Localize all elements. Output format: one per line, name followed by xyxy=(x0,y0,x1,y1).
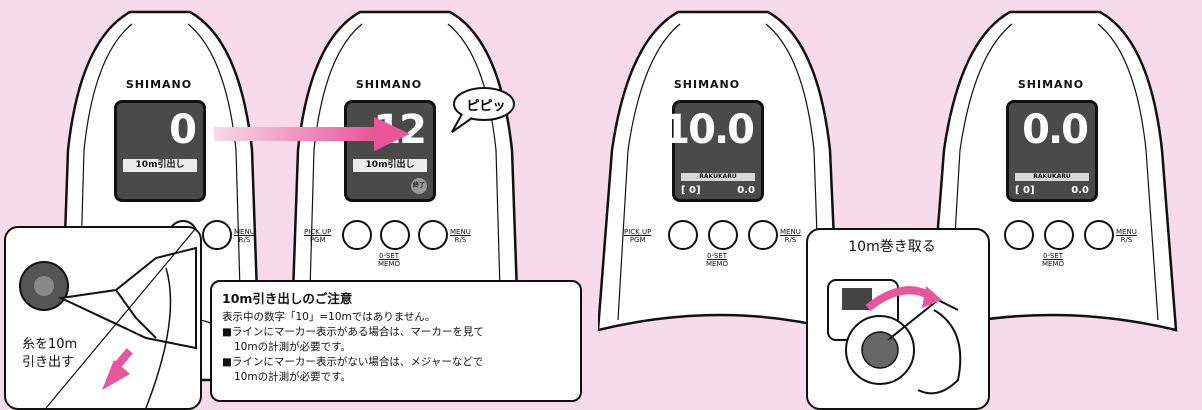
note-title: 10m引き出しのご注意 xyxy=(222,291,353,306)
brand-logo: SHIMANO xyxy=(1017,78,1085,91)
brand-logo: SHIMANO xyxy=(673,78,741,91)
brand-logo: SHIMANO xyxy=(355,78,423,91)
lcd-screen: 0 10m引出し xyxy=(114,100,206,202)
wind-line-inset xyxy=(806,228,990,410)
pickup-button[interactable] xyxy=(1004,220,1034,250)
menu-button[interactable] xyxy=(202,220,232,250)
mode-label: 10m引出し xyxy=(353,159,427,172)
memo-button[interactable] xyxy=(380,220,410,250)
beep-bubble xyxy=(451,87,515,133)
menu-button[interactable] xyxy=(748,220,778,250)
mode-label: RAKUKARU xyxy=(1015,173,1089,181)
note-line: ■ラインにマーカー表示がある場合は、マーカーを見て xyxy=(222,326,484,338)
brand-logo: SHIMANO xyxy=(125,78,193,91)
note-line: ■ラインにマーカー表示がない場合は、メジャーなどで xyxy=(222,356,484,368)
reel-winding-illustration xyxy=(827,279,962,395)
transition-arrow xyxy=(214,117,410,151)
lcd-screen: 10.0 RAKUKARU [ 0]0.0 xyxy=(662,100,764,202)
depth-counter: 0.0 xyxy=(1022,107,1089,153)
note-line: 10mの計測が必要です。 xyxy=(234,371,352,383)
note-line: 10mの計測が必要です。 xyxy=(234,341,352,353)
mode-label: RAKUKARU xyxy=(681,173,755,181)
caution-note: 10m引き出しのご注意 表示中の数字「10」=10mではありません。 ■ラインに… xyxy=(210,280,582,402)
memo-button[interactable] xyxy=(708,220,738,250)
reel-handle-illustration xyxy=(19,228,197,408)
lcd-screen: 0.0 RAKUKARU [ 0]0.0 xyxy=(1006,100,1098,202)
end-badge: 終了 xyxy=(411,178,427,194)
pull-line-inset: 糸を10m 引き出す xyxy=(4,226,202,410)
pickup-button[interactable] xyxy=(668,220,698,250)
lcd-screen: 12 10m引出し 終了 xyxy=(344,100,436,202)
pickup-button[interactable] xyxy=(342,220,372,250)
depth-counter: 10.0 xyxy=(662,107,755,153)
beep-text: ピピッ xyxy=(466,99,506,114)
depth-counter: 0 xyxy=(169,107,197,153)
mode-label: 10m引出し xyxy=(123,159,197,172)
menu-button[interactable] xyxy=(1084,220,1114,250)
pull-line-text: 糸を10m 引き出す xyxy=(22,337,78,370)
menu-button[interactable] xyxy=(418,220,448,250)
wind-callout: 10m巻き取る xyxy=(848,239,936,255)
memo-row: [ 0]0.0 xyxy=(681,185,755,196)
memo-button[interactable] xyxy=(1044,220,1074,250)
memo-row: [ 0]0.0 xyxy=(1015,185,1089,196)
note-line: 表示中の数字「10」=10mではありません。 xyxy=(222,311,436,323)
